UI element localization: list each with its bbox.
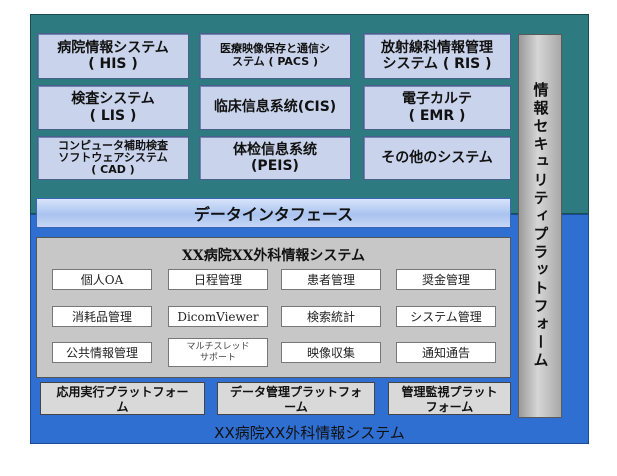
footer-title: XX病院XX外科情報システム — [30, 420, 589, 444]
module-search-stats-label: 検索統計 — [306, 310, 355, 324]
pacs-label: 医療映像保存と通信シ — [220, 42, 330, 56]
module-search-stats: 検索統計 — [281, 306, 381, 327]
data-interface-label: データインタフェース — [193, 205, 354, 224]
data-management-platform: データ管理プラットフォ ーム — [217, 382, 375, 415]
module-schedule: 日程管理 — [168, 269, 268, 290]
lis-label: 検査システム — [71, 91, 155, 108]
module-system-admin-label: システム管理 — [410, 310, 482, 324]
lis-box: 検査システム ( LIS ) — [37, 85, 189, 130]
module-bonus: 奨金管理 — [396, 269, 496, 290]
footer-title-label: XX病院XX外科情報システム — [214, 423, 405, 442]
application-platform-line1: 応用実行プラットフォー — [56, 385, 189, 399]
module-consumables: 消耗品管理 — [52, 306, 152, 327]
monitoring-platform-line1: 管理監視プラット — [401, 385, 498, 399]
his-label: 病院情報システム — [57, 39, 169, 56]
peis-label: 体检信息系统 — [233, 141, 317, 158]
his-abbr: ( HIS ) — [88, 56, 138, 72]
module-system-admin: システム管理 — [396, 306, 496, 327]
surgical-system-title: XX病院XX外科情報システム — [181, 248, 366, 264]
application-platform: 応用実行プラットフォー ム — [40, 382, 205, 415]
module-personal-oa-label: 個人OA — [80, 273, 124, 287]
security-platform: 情報セキュリティプラットフォーム — [518, 34, 562, 418]
module-support-label: サポート — [199, 352, 236, 363]
module-dicom-viewer-label: DicomViewer — [177, 309, 259, 324]
cad-box: コンピュータ補助検査 ソフトウェアシステム ( CAD ) — [37, 136, 189, 180]
other-systems-box: その他のシステム — [363, 136, 511, 180]
other-systems-label: その他のシステム — [381, 149, 493, 166]
his-box: 病院情報システム ( HIS ) — [37, 33, 189, 79]
monitoring-platform-line2: フォーム — [425, 400, 474, 414]
pacs-box: 医療映像保存と通信シ ステム ( PACS ) — [199, 33, 351, 79]
module-bonus-label: 奨金管理 — [421, 273, 470, 287]
module-notification: 通知通告 — [396, 342, 496, 363]
ris-abbr: システム ( RIS ) — [382, 56, 492, 72]
ris-box: 放射線科情報管理 システム ( RIS ) — [363, 33, 511, 79]
module-public-info-label: 公共情報管理 — [65, 346, 138, 360]
cis-box: 临床信息系统(CIS) — [199, 85, 351, 130]
monitoring-platform: 管理監視プラット フォーム — [388, 382, 511, 415]
data-management-platform-line2: ーム — [284, 400, 308, 414]
application-platform-line2: ム — [116, 400, 129, 414]
module-public-info: 公共情報管理 — [52, 342, 152, 363]
module-schedule-label: 日程管理 — [193, 273, 242, 287]
emr-box: 電子カルテ ( EMR ) — [363, 85, 511, 130]
emr-label: 電子カルテ — [402, 91, 472, 108]
cad-label-1: コンピュータ補助検査 — [58, 138, 168, 152]
module-multithread-support: マルチスレッド サポート — [168, 338, 268, 367]
module-consumables-label: 消耗品管理 — [71, 310, 132, 324]
cis-label: 临床信息系统(CIS) — [213, 99, 337, 116]
module-image-capture-label: 映像収集 — [306, 346, 355, 360]
cad-label-2: ソフトウェアシステム — [58, 150, 168, 164]
module-image-capture: 映像収集 — [281, 342, 381, 363]
module-patient-label: 患者管理 — [306, 273, 355, 287]
data-interface-bar: データインタフェース — [36, 198, 511, 228]
emr-abbr: ( EMR ) — [408, 107, 466, 124]
module-dicom-viewer: DicomViewer — [168, 306, 268, 327]
peis-box: 体检信息系统 (PEIS) — [199, 136, 351, 180]
ris-label: 放射線科情報管理 — [381, 39, 493, 56]
module-multithread-label: マルチスレッド — [186, 342, 250, 353]
module-personal-oa: 個人OA — [52, 269, 152, 290]
pacs-abbr: ステム ( PACS ) — [232, 55, 318, 68]
data-management-platform-line1: データ管理プラットフォ — [229, 385, 362, 399]
module-notification-label: 通知通告 — [421, 346, 470, 360]
peis-abbr: (PEIS) — [251, 158, 299, 174]
lis-abbr: ( LIS ) — [89, 107, 137, 124]
module-patient: 患者管理 — [281, 269, 381, 290]
security-platform-label: 情報セキュリティプラットフォーム — [531, 82, 550, 370]
cad-abbr: ( CAD ) — [91, 163, 135, 177]
